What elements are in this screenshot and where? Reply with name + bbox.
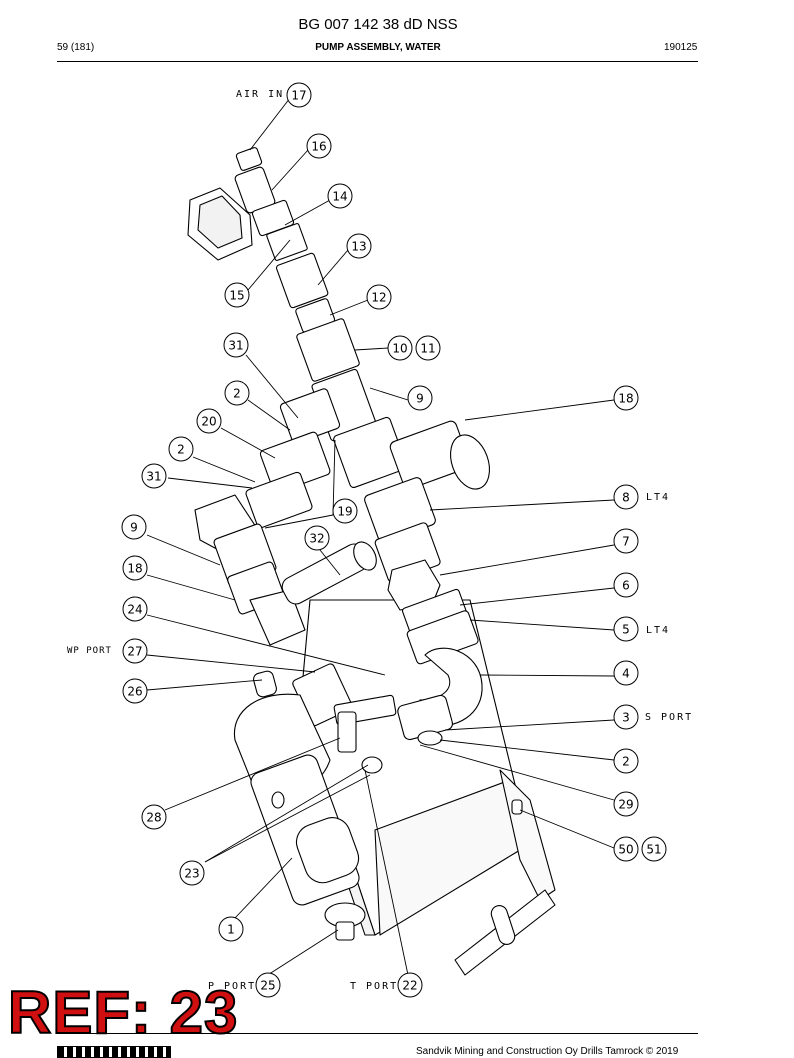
svg-text:7: 7 [622,535,630,549]
callout-balloon: 13 [346,233,372,259]
callout-balloon: 31 [223,332,249,358]
svg-text:5: 5 [622,623,630,637]
date-code: 190125 [664,42,698,53]
svg-text:19: 19 [337,505,352,519]
callout-balloon: 10 [387,335,413,361]
svg-text:4: 4 [622,667,630,681]
document-number: BG 007 142 38 dD NSS [298,16,458,33]
callout-balloon: 2 [224,380,250,406]
callout-balloon: 2 [613,748,639,774]
footer-logo [57,1046,171,1058]
svg-text:29: 29 [618,798,633,812]
callout-balloon: 27 [122,638,148,664]
svg-text:18: 18 [127,562,142,576]
label-lt4-lower: LT4 [646,625,670,636]
header-divider [57,61,698,62]
callout-balloon: 14 [327,183,353,209]
svg-text:8: 8 [622,491,630,505]
callout-balloon: 20 [196,408,222,434]
callout-balloon: 19 [332,498,358,524]
callout-balloon: 9 [121,514,147,540]
callout-balloon: 25 [255,972,281,998]
svg-text:16: 16 [311,140,326,154]
section-title: PUMP ASSEMBLY, WATER [315,42,441,53]
svg-text:18: 18 [618,392,633,406]
callout-balloon: 22 [397,972,423,998]
svg-text:32: 32 [309,532,324,546]
label-t-port: T PORT [350,981,398,992]
svg-text:20: 20 [201,415,216,429]
callout-balloon: 26 [122,678,148,704]
svg-text:14: 14 [332,190,347,204]
callout-balloon: 18 [122,555,148,581]
page-number: 59 (181) [57,42,95,53]
svg-text:51: 51 [646,843,661,857]
callout-balloon: 12 [366,284,392,310]
callout-balloon: 6 [613,572,639,598]
svg-text:50: 50 [618,843,633,857]
svg-text:11: 11 [420,342,435,356]
callout-balloon: 28 [141,804,167,830]
svg-text:9: 9 [416,392,424,406]
leader-lines [146,97,615,979]
callout-balloon: 15 [224,282,250,308]
callout-balloon: 51 [641,836,667,862]
callout-balloon: 29 [613,791,639,817]
svg-text:10: 10 [392,342,407,356]
callout-balloon: 18 [613,385,639,411]
callout-balloon: 9 [407,385,433,411]
label-p-port: P PORT [208,981,256,992]
parts-artwork [187,147,556,976]
svg-text:22: 22 [402,979,417,993]
callout-balloon: 50 [613,836,639,862]
label-wp-port: WP PORT [67,646,112,656]
callout-balloon: 1 [218,916,244,942]
callout-balloon: 2 [168,436,194,462]
callout-balloon: 5 [613,616,639,642]
svg-text:25: 25 [260,979,275,993]
svg-text:13: 13 [351,240,366,254]
svg-text:31: 31 [146,470,161,484]
label-air-in: AIR IN [236,89,284,100]
svg-text:2: 2 [622,755,630,769]
label-lt4-upper: LT4 [646,492,670,503]
callout-balloon: 7 [613,528,639,554]
svg-text:9: 9 [130,521,138,535]
label-s-port: S PORT [645,712,693,723]
callout-balloon: 17 [286,82,312,108]
svg-text:1: 1 [227,923,235,937]
svg-text:2: 2 [177,443,185,457]
svg-text:27: 27 [127,645,142,659]
callout-balloon: 11 [415,335,441,361]
svg-text:12: 12 [371,291,386,305]
svg-text:23: 23 [184,867,199,881]
footer-copyright: Sandvik Mining and Construction Oy Drill… [416,1046,679,1057]
reference-stamp: REF: 23 [7,979,239,1046]
svg-text:3: 3 [622,711,630,725]
svg-text:26: 26 [127,685,142,699]
callout-balloon: 16 [306,133,332,159]
svg-text:28: 28 [146,811,161,825]
svg-text:15: 15 [229,289,244,303]
svg-text:24: 24 [127,603,142,617]
callout-balloon: 32 [304,525,330,551]
svg-text:2: 2 [233,387,241,401]
callout-balloon: 4 [613,660,639,686]
callout-balloon: 23 [179,860,205,886]
callout-balloon: 31 [141,463,167,489]
svg-text:17: 17 [291,89,306,103]
svg-text:6: 6 [622,579,630,593]
callout-balloon: 8 [613,484,639,510]
callout-balloon: 3 [613,704,639,730]
svg-text:31: 31 [228,339,243,353]
callout-balloon: 24 [122,596,148,622]
footer-divider [57,1033,698,1034]
